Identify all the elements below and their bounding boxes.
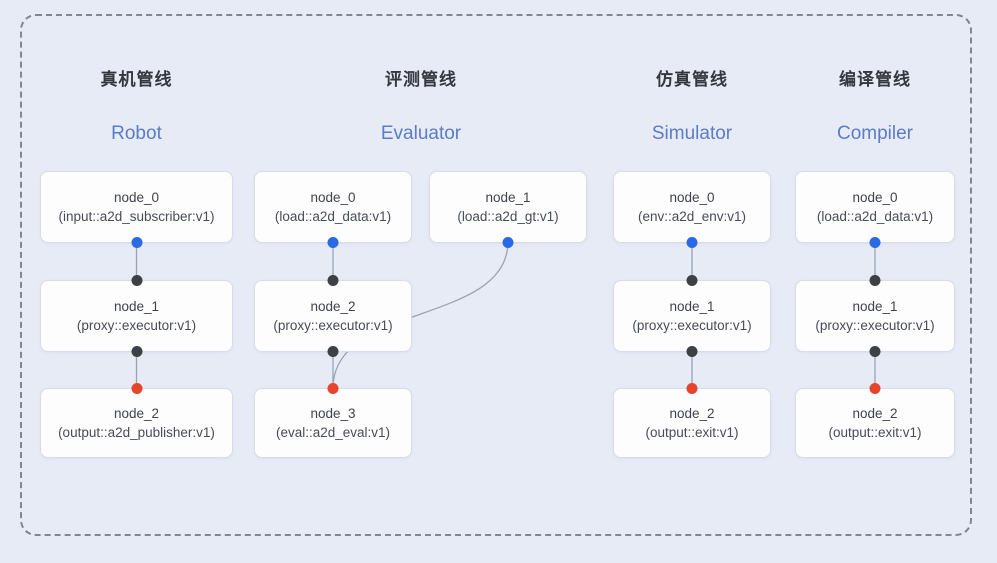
output-port-blue-icon [869, 237, 881, 248]
node-type: (load::a2d_data:v1) [816, 209, 934, 224]
node-title: node_1 [113, 299, 160, 314]
output-port-blue-icon [327, 237, 339, 248]
output-port-black-icon [869, 346, 881, 357]
node-title: node_0 [852, 190, 898, 205]
output-port-blue-icon [686, 237, 698, 248]
simulator-node-1: node_1 (proxy::executor:v1) [613, 275, 771, 357]
node-type: (output::exit:v1) [645, 425, 739, 440]
node-type: (proxy::executor:v1) [273, 318, 393, 333]
input-port-red-icon [686, 383, 698, 394]
input-port-red-icon [869, 383, 881, 394]
node-title: node_2 [669, 406, 715, 421]
output-port-black-icon [686, 346, 698, 357]
input-port-black-icon [686, 275, 698, 286]
node-type: (env::a2d_env:v1) [637, 209, 747, 224]
node-title: node_3 [310, 406, 356, 421]
robot-node-0: node_0 (input::a2d_subscriber:v1) [40, 171, 233, 248]
pipeline-title-en-compiler: Compiler [836, 123, 914, 144]
simulator-node-2: node_2 (output::exit:v1) [613, 383, 771, 458]
pipeline-title-en-robot: Robot [111, 123, 162, 144]
pipeline-title-en-evaluator: Evaluator [380, 123, 462, 144]
input-port-black-icon [327, 275, 339, 286]
compiler-node-2: node_2 (output::exit:v1) [795, 383, 955, 458]
node-type: (load::a2d_gt:v1) [457, 209, 559, 224]
node-title: node_0 [310, 190, 356, 205]
node-type: (proxy::executor:v1) [632, 318, 752, 333]
node-title: node_1 [485, 190, 531, 205]
robot-node-2: node_2 (output::a2d_publisher:v1) [40, 383, 233, 458]
node-type: (output::a2d_publisher:v1) [58, 425, 215, 440]
node-title: node_2 [852, 406, 898, 421]
pipeline-title-zh-robot: 真机管线 [100, 70, 173, 89]
node-title: node_2 [113, 406, 160, 421]
node-type: (load::a2d_data:v1) [274, 209, 392, 224]
node-title: node_0 [113, 190, 160, 205]
node-title: node_2 [310, 299, 356, 314]
pipeline-title-zh-simulator: 仿真管线 [656, 70, 728, 89]
node-type: (output::exit:v1) [828, 425, 922, 440]
input-port-black-icon [131, 275, 142, 286]
node-type: (proxy::executor:v1) [815, 318, 935, 333]
pipeline-title-zh-compiler: 编译管线 [839, 70, 911, 89]
output-port-blue-icon [131, 237, 142, 248]
robot-node-1: node_1 (proxy::executor:v1) [40, 275, 233, 357]
output-port-blue-icon [502, 237, 514, 248]
node-title: node_0 [669, 190, 715, 205]
evaluator-node-2: node_2 (proxy::executor:v1) [254, 275, 412, 357]
node-type: (proxy::executor:v1) [76, 318, 197, 333]
input-port-red-icon [131, 383, 142, 394]
compiler-node-1: node_1 (proxy::executor:v1) [795, 275, 955, 357]
compiler-node-0: node_0 (load::a2d_data:v1) [795, 171, 955, 248]
evaluator-node-0: node_0 (load::a2d_data:v1) [254, 171, 412, 248]
node-title: node_1 [669, 299, 715, 314]
pipeline-title-zh-evaluator: 评测管线 [385, 70, 457, 89]
input-port-black-icon [869, 275, 881, 286]
evaluator-node-1: node_1 (load::a2d_gt:v1) [429, 171, 587, 248]
output-port-black-icon [327, 346, 339, 357]
output-port-black-icon [131, 346, 142, 357]
dashed-border-frame [20, 14, 972, 536]
pipeline-title-en-simulator: Simulator [651, 123, 733, 144]
input-port-red-icon [327, 383, 339, 394]
evaluator-node-3: node_3 (eval::a2d_eval:v1) [254, 383, 412, 458]
node-title: node_1 [852, 299, 898, 314]
node-type: (input::a2d_subscriber:v1) [58, 209, 215, 224]
node-type: (eval::a2d_eval:v1) [275, 425, 391, 440]
simulator-node-0: node_0 (env::a2d_env:v1) [613, 171, 771, 248]
